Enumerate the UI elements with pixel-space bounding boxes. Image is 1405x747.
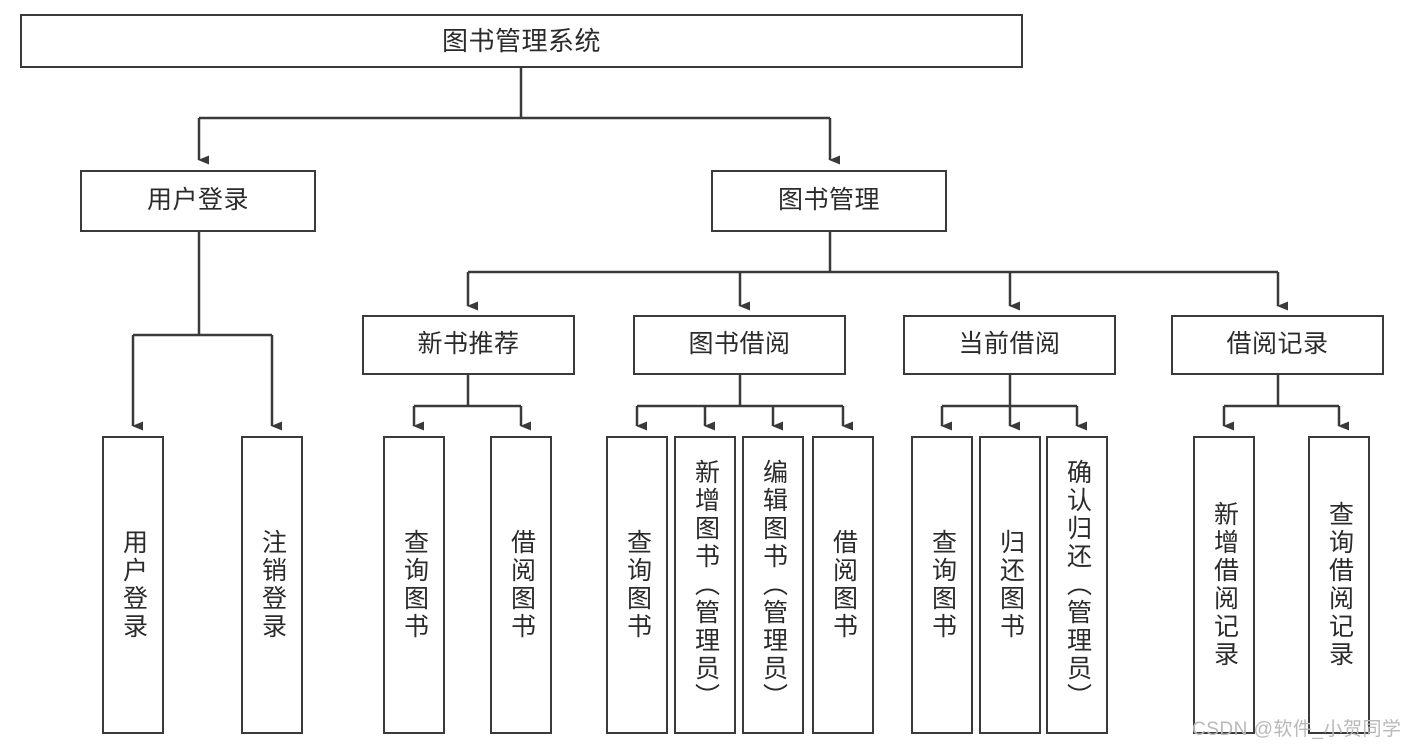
node-root-book-management-system[interactable]: 图书管理系统 [20,14,1023,68]
node-user-login[interactable]: 用户登录 [80,170,316,232]
node-label: 图书管理系统 [441,25,601,56]
leaf-query-book-current[interactable]: 查询图书 [911,436,973,734]
leaf-query-book-borrow[interactable]: 查询图书 [606,436,668,734]
node-label: 新增图书（管理员） [691,459,720,711]
leaf-confirm-return-admin[interactable]: 确认归还（管理员） [1046,436,1108,734]
leaf-query-book-recommend[interactable]: 查询图书 [383,436,445,734]
node-label: 新书推荐 [417,330,520,359]
node-label: 查询借阅记录 [1325,501,1354,669]
node-label: 借阅图书 [507,529,536,641]
node-new-book-recommend[interactable]: 新书推荐 [362,315,575,375]
leaf-user-login[interactable]: 用户登录 [102,436,164,734]
leaf-edit-book-admin[interactable]: 编辑图书（管理员） [742,436,804,734]
leaf-add-borrow-record[interactable]: 新增借阅记录 [1193,436,1255,734]
node-label: 用户登录 [146,186,249,215]
node-label: 编辑图书（管理员） [759,459,788,711]
node-label: 查询图书 [928,529,957,641]
node-borrow-record[interactable]: 借阅记录 [1171,315,1384,375]
node-label: 查询图书 [623,529,652,641]
node-label: 注销登录 [258,529,287,641]
node-label: 确认归还（管理员） [1063,459,1092,711]
node-label: 当前借阅 [958,330,1061,359]
leaf-logout-login[interactable]: 注销登录 [241,436,303,734]
node-label: 图书管理 [777,186,880,215]
node-label: 用户登录 [119,529,148,641]
node-label: 归还图书 [996,529,1025,641]
leaf-query-borrow-record[interactable]: 查询借阅记录 [1308,436,1370,734]
node-label: 图书借阅 [688,330,791,359]
leaf-borrow-book-recommend[interactable]: 借阅图书 [490,436,552,734]
leaf-return-book[interactable]: 归还图书 [979,436,1041,734]
node-current-borrow[interactable]: 当前借阅 [903,315,1116,375]
node-book-borrow[interactable]: 图书借阅 [633,315,846,375]
leaf-borrow-book[interactable]: 借阅图书 [812,436,874,734]
node-label: 新增借阅记录 [1210,501,1239,669]
csdn-watermark: CSDN @软件_小贺同学 [1192,719,1402,740]
node-label: 借阅图书 [829,529,858,641]
node-label: 借阅记录 [1226,330,1329,359]
node-book-management[interactable]: 图书管理 [711,170,947,232]
node-label: 查询图书 [400,529,429,641]
leaf-add-book-admin[interactable]: 新增图书（管理员） [674,436,736,734]
